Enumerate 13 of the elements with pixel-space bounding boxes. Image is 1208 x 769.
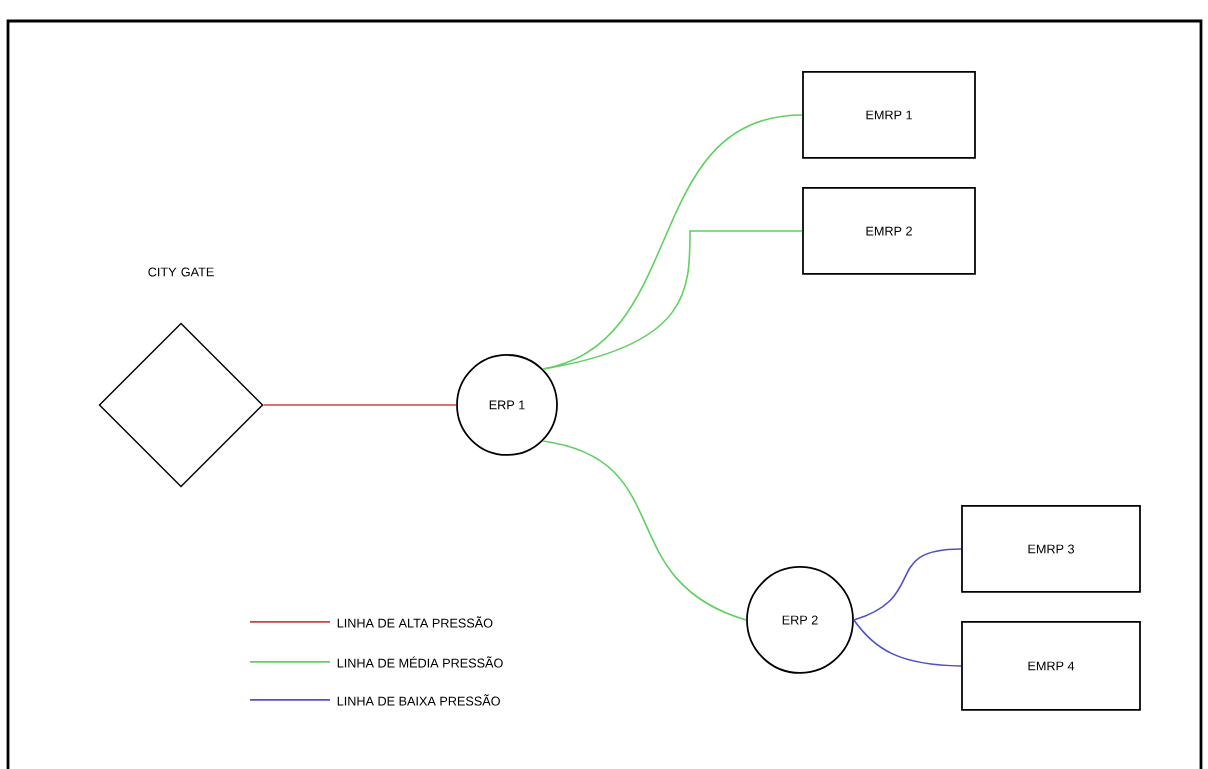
legend-label: LINHA DE MÉDIA PRESSÃO: [337, 656, 503, 668]
station-box: EMRP 2: [802, 187, 976, 275]
pipeline: [853, 619, 962, 667]
legend-label: LINHA DE ALTA PRESSÃO: [337, 616, 493, 628]
legend-label: LINHA DE BAIXA PRESSÃO: [337, 694, 500, 706]
pipeline: [262, 404, 457, 406]
station-box: EMRP 3: [961, 505, 1141, 593]
pipeline: [853, 548, 962, 621]
pipeline: [542, 440, 747, 621]
pipeline: [542, 230, 803, 370]
station-box: EMRP 4: [961, 621, 1141, 711]
node-heading: CITY GATE: [148, 267, 214, 277]
station-box: EMRP 1: [802, 71, 976, 159]
